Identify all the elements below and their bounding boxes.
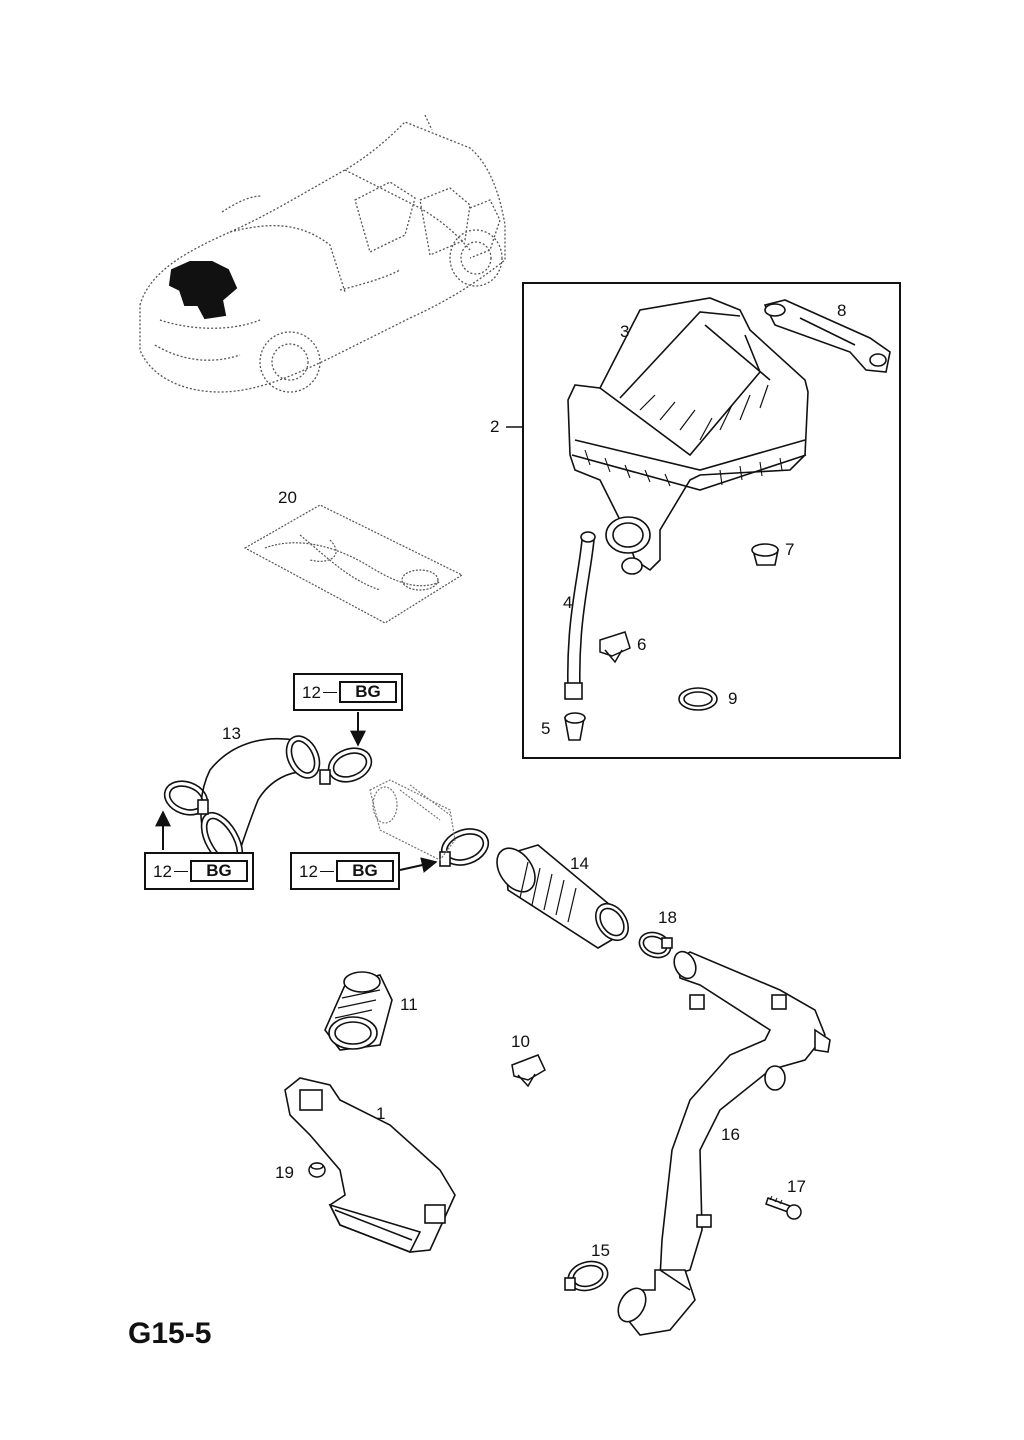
housing-inlet-port [605,516,651,575]
intake-duct [284,1077,456,1254]
reference-dash [323,692,337,693]
reference-code: BG [190,860,248,882]
vehicle-outline [139,114,506,393]
small-bellows-hose [324,971,393,1051]
callout-20: 20 [278,488,297,507]
reference-dash [320,871,334,872]
callout-9: 9 [728,689,738,708]
reference-code: BG [336,860,394,882]
callout-10: 10 [511,1032,530,1051]
callout-1: 1 [376,1104,386,1123]
reference-part-number: 12 [302,683,321,702]
grommet [751,543,779,566]
air-filter-housing [567,297,809,572]
long-intake-pipe [617,950,831,1336]
reference-box-right: 12 BG [290,852,400,890]
callout-14: 14 [570,854,589,873]
hose-clamp-middle [319,747,373,785]
callout-11: 11 [400,995,418,1014]
ref-arrow-right [399,857,438,873]
callout-15: 15 [591,1241,610,1260]
callout-16: 16 [721,1125,740,1144]
callout-18: 18 [658,908,677,927]
hose-clamp-left [163,780,209,816]
ring-clamp-9 [678,687,718,711]
clip-10 [511,1054,546,1088]
bellows-hose [496,844,630,949]
hose-clamp-right [439,828,490,867]
callout-3: 3 [620,322,630,341]
reference-part-number: 12 [299,862,318,881]
callout-6: 6 [637,635,647,654]
breather-hose [564,531,596,700]
callout-5: 5 [541,719,551,738]
kit-bag [243,504,464,624]
reference-part-number: 12 [153,862,172,881]
hose-clamp-18 [638,931,673,959]
air-cleaner-group-frame [522,282,901,759]
reference-box-left: 12 BG [144,852,254,890]
hose-clamp-15 [564,1260,609,1292]
vehicle-wheels [259,229,503,393]
callout-4: 4 [563,593,573,612]
callout-2: 2 [490,417,500,436]
grommet-19 [308,1162,326,1178]
reference-box-top: 12 BG [293,673,403,711]
callout-17: 17 [787,1177,806,1196]
valve [564,712,586,741]
callout-19: 19 [275,1163,294,1182]
page-code: G15-5 [128,1317,212,1350]
callout-7: 7 [785,540,795,559]
callout-13: 13 [222,724,241,743]
bolt [765,1195,802,1220]
reference-dash [174,871,188,872]
clip-6 [599,631,631,664]
air-flow-sensor-ghost [369,779,456,861]
highlighted-engine-area [168,261,238,320]
reference-code: BG [339,681,397,703]
mounting-bracket [763,299,891,373]
callout-8: 8 [837,301,847,320]
